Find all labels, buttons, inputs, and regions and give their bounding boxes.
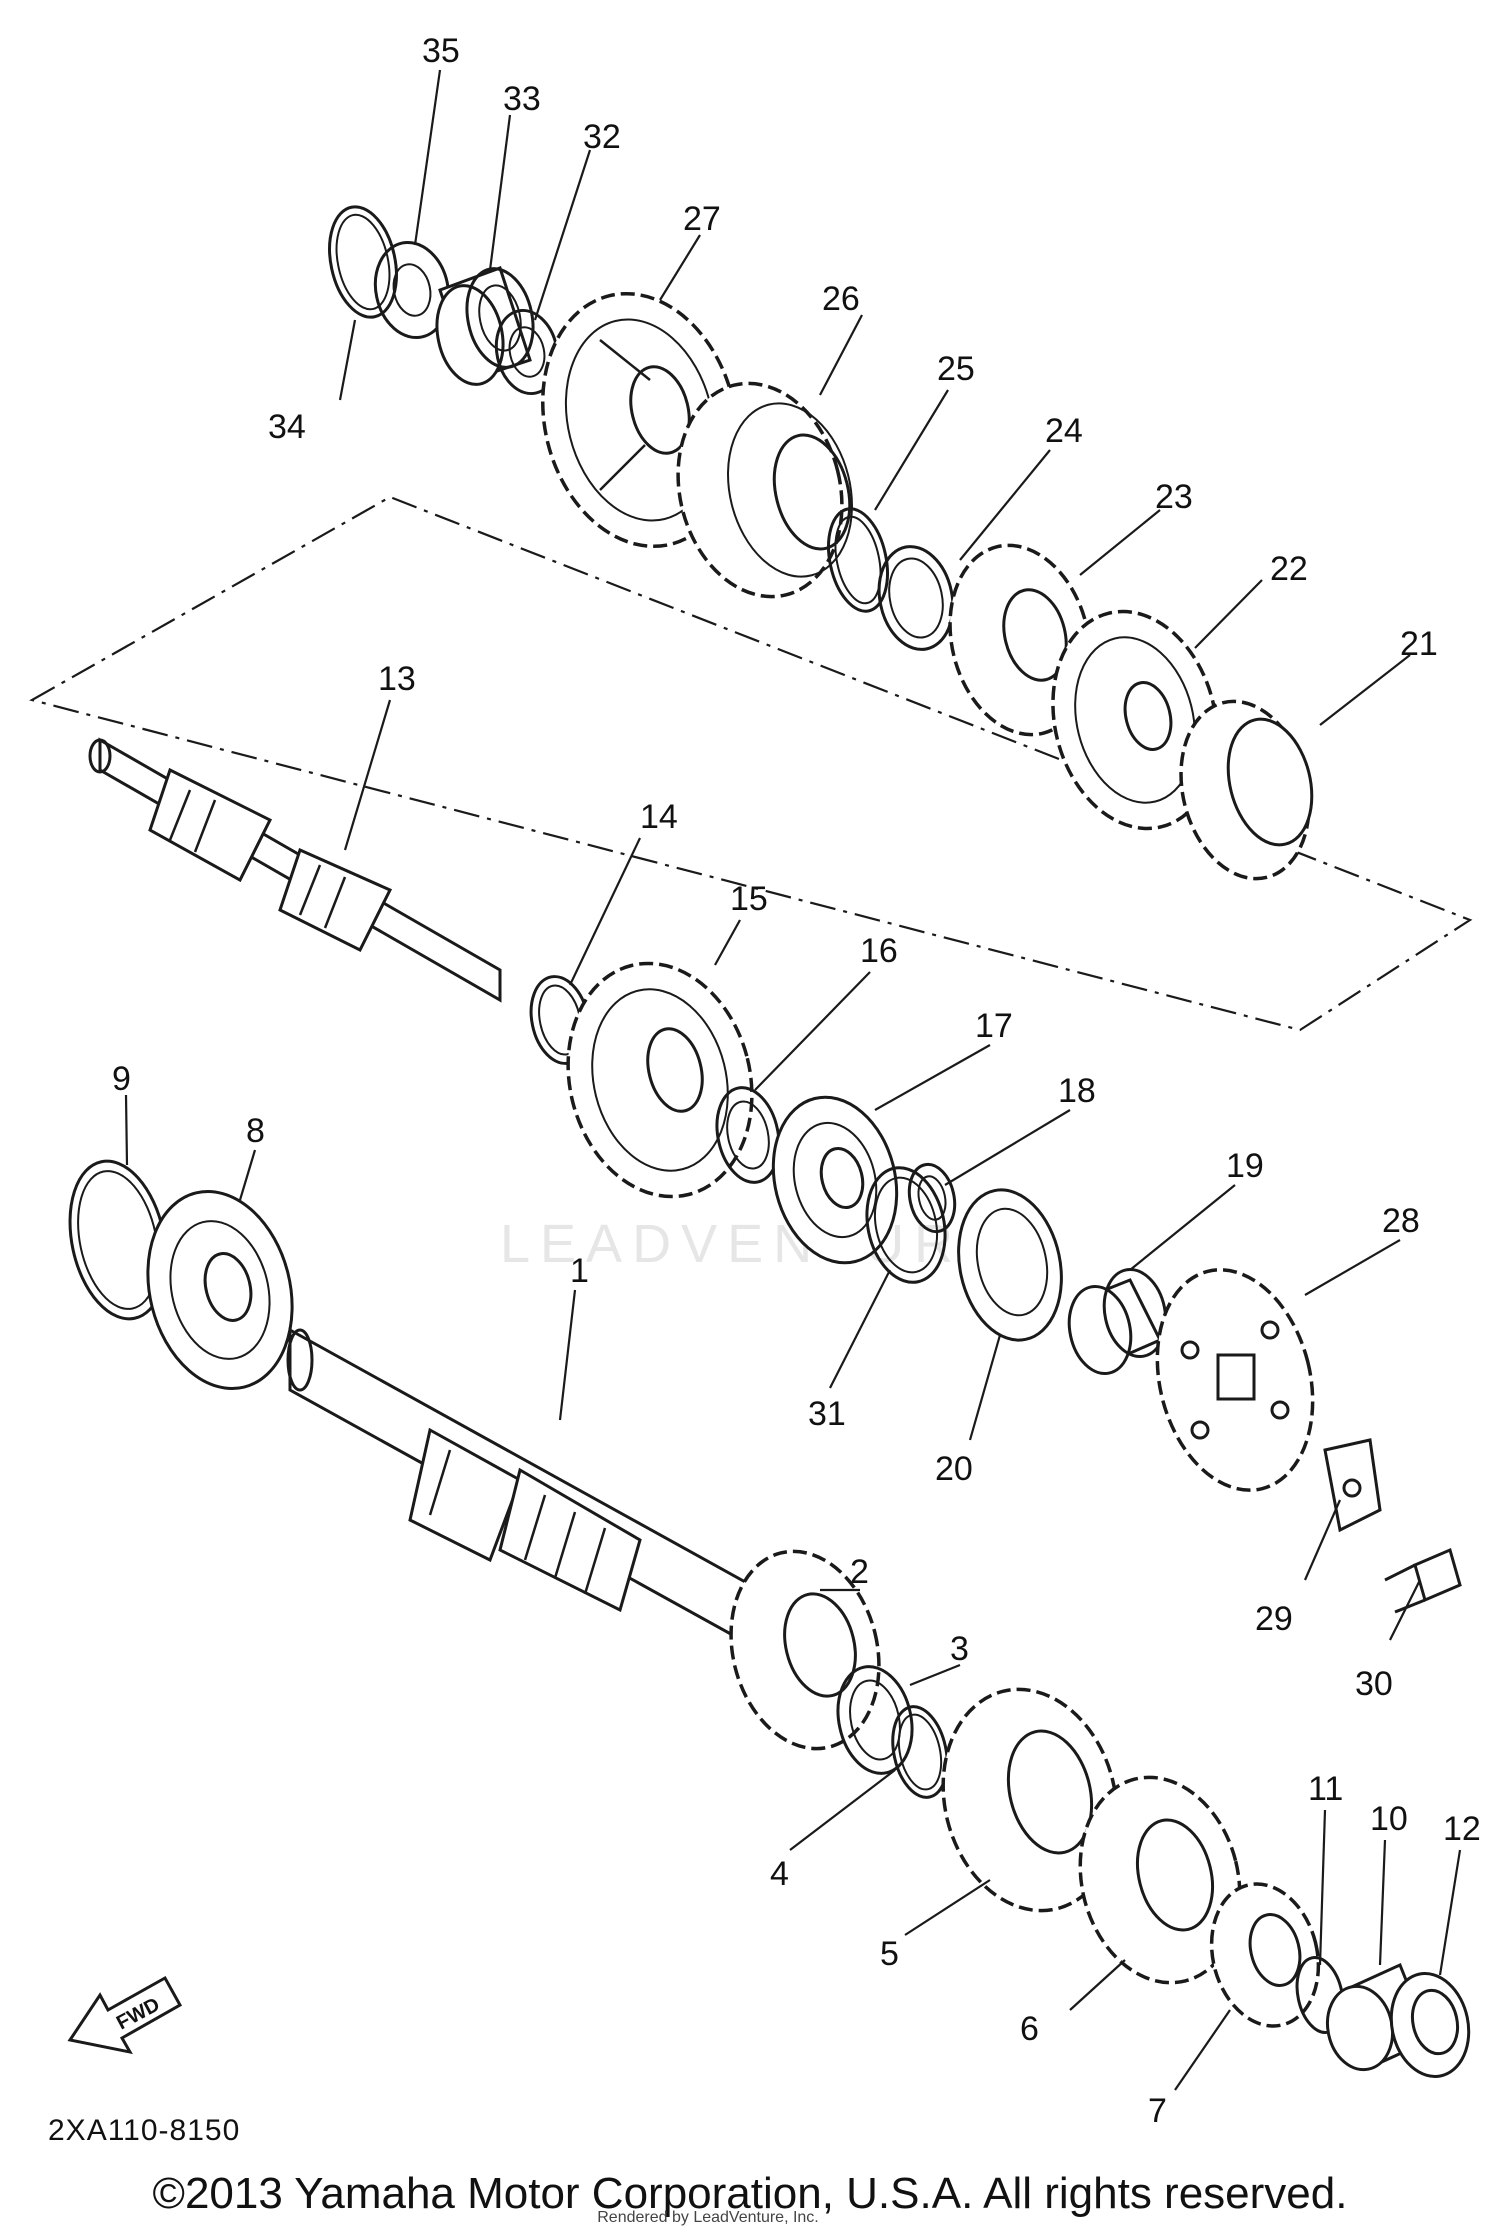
callout-5: 5	[880, 1935, 899, 1973]
part-29-lock-washer	[1323, 1438, 1382, 1533]
part-16-washer	[715, 1086, 781, 1184]
part-2-gear	[729, 1549, 881, 1751]
callout-6: 6	[1020, 2010, 1039, 2048]
callout-26: 26	[822, 280, 860, 318]
callout-10: 10	[1370, 1800, 1408, 1838]
part-34-circlip	[328, 205, 398, 319]
callout-20: 20	[935, 1450, 973, 1488]
callout-27: 27	[683, 200, 721, 238]
callout-17: 17	[975, 1007, 1013, 1045]
rendered-by-credit: Rendered by LeadVenture, Inc.	[597, 2209, 819, 2226]
part-7-gear	[1209, 1882, 1321, 2028]
part-5-gear	[941, 1687, 1119, 1913]
part-28-drive-sprocket	[1155, 1268, 1315, 1492]
part-25-circlip	[827, 507, 889, 613]
callout-1: 1	[570, 1252, 589, 1290]
part-22-gear	[1051, 609, 1219, 831]
callout-13: 13	[378, 660, 416, 698]
forward-direction-arrow-icon: FWD	[67, 1975, 183, 2055]
part-26-gear	[676, 381, 853, 599]
callout-29: 29	[1255, 1600, 1293, 1638]
part-1-drive-axle	[286, 1327, 852, 1703]
part-24-washer	[877, 545, 955, 651]
part-18-oil-seal	[907, 1162, 957, 1234]
callout-18: 18	[1058, 1072, 1096, 1110]
part-15-gear	[566, 961, 754, 1199]
drawing-number: 2XA110-8150	[48, 2114, 240, 2147]
callout-28: 28	[1382, 1202, 1420, 1240]
subassembly-boundary	[29, 495, 1473, 1032]
watermark: LEADVENTURE	[500, 1214, 1009, 1274]
callout-31: 31	[808, 1395, 846, 1433]
callout-23: 23	[1155, 478, 1193, 516]
part-30-bolt	[1384, 1547, 1462, 1614]
callout-15: 15	[730, 880, 768, 918]
part-6-gear	[1078, 1775, 1242, 1985]
part-21-gear	[1179, 699, 1314, 881]
callout-33: 33	[503, 80, 541, 118]
callout-19: 19	[1226, 1147, 1264, 1185]
part-8-bearing	[146, 1190, 294, 1390]
callout-30: 30	[1355, 1665, 1393, 1703]
callout-8: 8	[246, 1112, 265, 1150]
part-35-washer	[373, 240, 451, 340]
callout-22: 22	[1270, 550, 1308, 588]
callout-4: 4	[770, 1855, 789, 1893]
callout-34: 34	[268, 408, 306, 446]
callout-9: 9	[112, 1060, 131, 1098]
callout-21: 21	[1400, 625, 1438, 663]
callout-35: 35	[422, 32, 460, 70]
part-4-circlip	[891, 1705, 949, 1799]
callout-16: 16	[860, 932, 898, 970]
part-callouts: 35 33 32 34 27 26 25 24 23 22 21 13 14 1…	[112, 32, 1481, 2130]
part-20-bearing	[957, 1188, 1063, 1342]
part-19-collar	[1067, 1268, 1168, 1375]
part-12-collar	[1389, 1972, 1471, 2078]
callout-11: 11	[1308, 1770, 1343, 1808]
callout-14: 14	[640, 798, 678, 836]
callout-7: 7	[1148, 2092, 1167, 2130]
callout-32: 32	[583, 118, 621, 156]
part-13-main-axle	[88, 737, 502, 1003]
copyright-notice: ©2013 Yamaha Motor Corporation, U.S.A. A…	[153, 2169, 1348, 2218]
callout-24: 24	[1045, 412, 1083, 450]
leader-lines	[124, 69, 1462, 2091]
callout-25: 25	[937, 350, 975, 388]
callout-3: 3	[950, 1630, 969, 1668]
callout-12: 12	[1443, 1810, 1481, 1848]
callout-2: 2	[850, 1553, 869, 1591]
